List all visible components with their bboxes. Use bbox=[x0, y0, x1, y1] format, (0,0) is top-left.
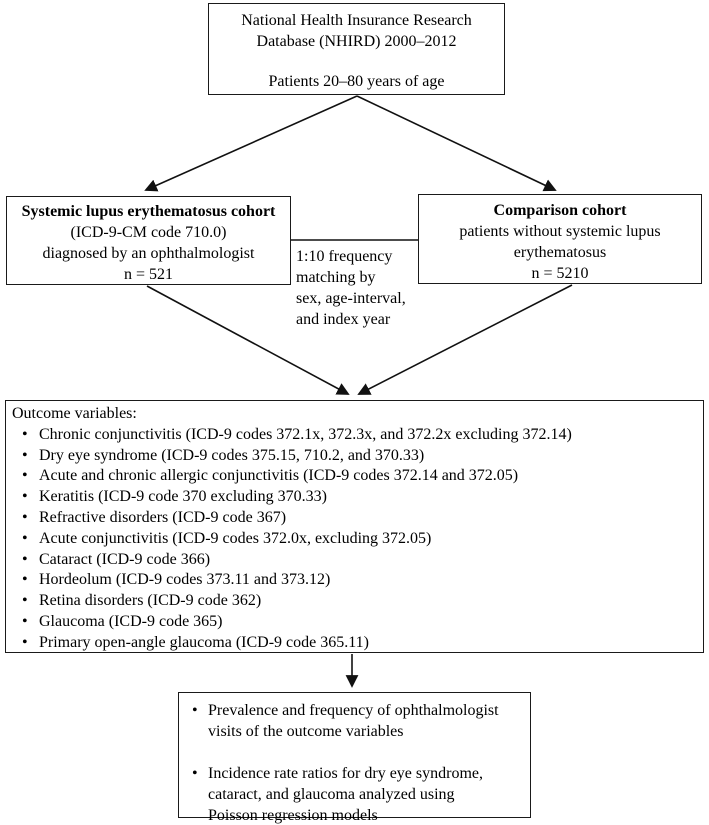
matching-note-line: matching by bbox=[296, 269, 376, 286]
comparison-cohort-count: n = 5210 bbox=[531, 265, 589, 282]
arrow-source-to-sle bbox=[144, 95, 358, 192]
sle-cohort-title: Systemic lupus erythematosus cohort bbox=[21, 203, 276, 220]
outcome-item: Glaucoma (ICD-9 code 365) bbox=[12, 612, 695, 633]
source-line: Database (NHIRD) 2000–2012 bbox=[256, 33, 457, 50]
source-database-box: National Health Insurance Research Datab… bbox=[208, 3, 505, 95]
outcome-item: Chronic conjunctivitis (ICD-9 codes 372.… bbox=[12, 425, 695, 446]
comparison-cohort-title: Comparison cohort bbox=[493, 202, 627, 219]
comparison-cohort-box: Comparison cohort patients without syste… bbox=[418, 194, 702, 284]
analysis-line: Incidence rate ratios for dry eye syndro… bbox=[208, 765, 483, 782]
outcome-item: Cataract (ICD-9 code 366) bbox=[12, 550, 695, 571]
analysis-line: visits of the outcome variables bbox=[208, 723, 404, 740]
outcome-item: Dry eye syndrome (ICD-9 codes 375.15, 71… bbox=[12, 446, 695, 467]
outcome-item: Keratitis (ICD-9 code 370 excluding 370.… bbox=[12, 487, 695, 508]
comparison-cohort-line: patients without systemic lupus bbox=[459, 223, 661, 240]
sle-cohort-line: diagnosed by an ophthalmologist bbox=[42, 245, 255, 262]
outcome-variables-box: Outcome variables: Chronic conjunctiviti… bbox=[5, 400, 704, 653]
matching-note-line: 1:10 frequency bbox=[296, 248, 393, 265]
outcome-variables-title: Outcome variables: bbox=[12, 405, 137, 422]
arrow-source-to-comparison bbox=[356, 95, 557, 192]
source-line: Patients 20–80 years of age bbox=[268, 73, 445, 90]
frequency-matching-note: 1:10 frequency matching by sex, age-inte… bbox=[296, 246, 421, 330]
matching-note-line: and index year bbox=[296, 311, 391, 328]
outcome-item: Acute and chronic allergic conjunctiviti… bbox=[12, 466, 695, 487]
analysis-item: Prevalence and frequency of ophthalmolog… bbox=[179, 700, 522, 742]
outcome-variables-list: Chronic conjunctivitis (ICD-9 codes 372.… bbox=[12, 425, 695, 654]
sle-cohort-box: Systemic lupus erythematosus cohort (ICD… bbox=[6, 196, 291, 285]
analysis-line: Prevalence and frequency of ophthalmolog… bbox=[208, 702, 499, 719]
analysis-line: cataract, and glaucoma analyzed using bbox=[208, 786, 455, 803]
outcome-item: Hordeolum (ICD-9 codes 373.11 and 373.12… bbox=[12, 570, 695, 591]
sle-cohort-count: n = 521 bbox=[123, 266, 174, 283]
sle-cohort-line: (ICD-9-CM code 710.0) bbox=[70, 224, 227, 241]
source-line: National Health Insurance Research bbox=[241, 12, 472, 29]
outcome-item: Primary open-angle glaucoma (ICD-9 code … bbox=[12, 633, 695, 654]
outcome-item: Acute conjunctivitis (ICD-9 codes 372.0x… bbox=[12, 529, 695, 550]
outcome-item: Refractive disorders (ICD-9 code 367) bbox=[12, 508, 695, 529]
analysis-item: Incidence rate ratios for dry eye syndro… bbox=[179, 763, 522, 825]
outcome-item: Retina disorders (ICD-9 code 362) bbox=[12, 591, 695, 612]
analysis-box: Prevalence and frequency of ophthalmolog… bbox=[178, 692, 531, 824]
analysis-line: Poisson regression models bbox=[208, 807, 378, 824]
matching-note-line: sex, age-interval, bbox=[296, 290, 406, 307]
comparison-cohort-line: erythematosus bbox=[513, 244, 607, 261]
